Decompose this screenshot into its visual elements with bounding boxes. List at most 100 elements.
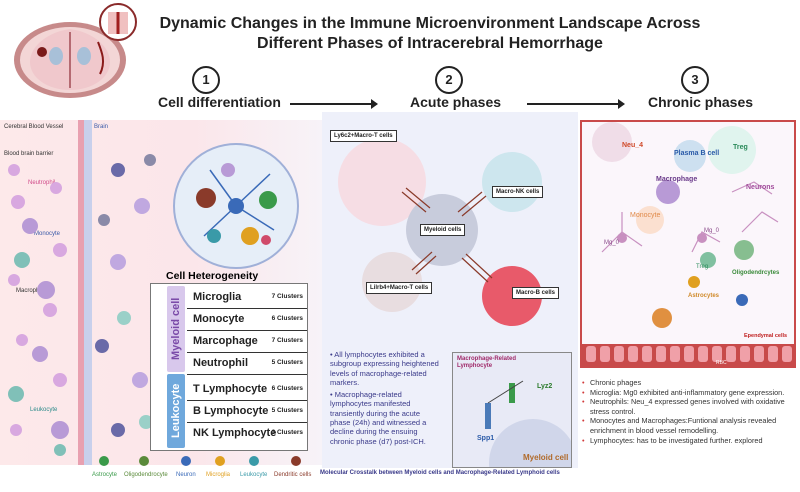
step-2-label: Acute phases: [410, 94, 502, 110]
bullet-text: All lymphocytes exhibited a subgroup exp…: [330, 350, 439, 387]
cluster-table: Myeloid cell Leukocyte Microglia 7 Clust…: [150, 283, 308, 451]
cell-heterogeneity-cluster: [173, 143, 299, 269]
table-row: Neutrophil 5 Clusters: [187, 354, 307, 375]
cluster-count: 5 Clusters: [271, 407, 303, 414]
neu4-label: Neu_4: [622, 142, 644, 149]
bullet-text: Macrophage-related lymphocytes manifeste…: [330, 390, 427, 446]
chronic-illustration: [582, 122, 794, 366]
oligodendrocytes-label: Oligodendrcytes: [732, 270, 780, 276]
bullet-text: Microglia: Mg0 exhibited anti-inflammato…: [590, 387, 785, 397]
cluster-count: 7 Clusters: [271, 293, 303, 300]
inset-title: Macrophage-Related Lymphocyte: [457, 356, 517, 369]
legend-item: Oligodendrocyte: [124, 472, 168, 478]
cluster-count: 6 Clusters: [271, 315, 303, 322]
brain-label: Brain: [94, 124, 109, 130]
neurons-label: Neurons: [746, 184, 775, 191]
spp1-label: Spp1: [477, 435, 495, 442]
legend-item: Leukocyte: [240, 472, 267, 478]
table-row: B Lymphocyte 5 Clusters: [187, 402, 307, 423]
astrocytes-label: Astrocytes: [688, 293, 720, 299]
cell-legend: Astrocyte Oligodendrocyte Neuron Microgl…: [92, 452, 322, 492]
ly6c2-macro-t-box: Ly6c2+Macro-T cells: [330, 130, 397, 142]
bullet-text: Chronic phages: [590, 378, 642, 387]
acute-bullets: • All lymphocytes exhibited a subgroup e…: [330, 350, 442, 446]
table-row: Marcophage 7 Clusters: [187, 332, 307, 353]
blood-brain-barrier-wall: [84, 120, 92, 465]
cell-type: Monocyte: [193, 313, 245, 325]
inset-illustration: [485, 380, 571, 467]
cluster-count: 3 Clusters: [271, 429, 303, 436]
bullet-text: Monocytes and Macrophages:Funtional anal…: [590, 416, 777, 435]
myeloid-group-label: Myeloid cell: [170, 297, 182, 361]
step-1-number: 1: [192, 66, 220, 94]
bullet-text: Neutrophils: Neu_4 expressed genes invol…: [590, 397, 785, 416]
vessel-wall: [78, 120, 84, 465]
cluster-count: 6 Clusters: [271, 385, 303, 392]
bullet-item: • Macrophage-related lymphocytes manifes…: [330, 390, 427, 446]
bbb-label: Blood brain barrier: [4, 151, 54, 157]
macrophage-lymphocyte-inset: Macrophage-Related Lymphocyte Lyz2 Spp1 …: [452, 352, 572, 468]
lyz2-label: Lyz2: [537, 383, 553, 390]
chronic-bullets: Chronic phages Microglia: Mg0 exhibited …: [582, 378, 794, 445]
rbc-label: RBC: [716, 360, 727, 366]
step-2-number: 2: [435, 66, 463, 94]
lilrb4-macro-t-box: Lilrb4+Macro-T cells: [366, 282, 433, 294]
step-1-label: Cell differentiation: [158, 94, 281, 110]
macro-b-box: Macro-B cells: [512, 287, 560, 299]
legend-label: Astrocyte: [92, 472, 118, 478]
cell-type: B Lymphocyte: [193, 405, 269, 417]
cluster-count: 5 Clusters: [271, 359, 303, 366]
bullet-item: Chronic phages: [582, 378, 794, 388]
myeloid-cells-box: Myeloid cells: [420, 224, 466, 236]
monocyte-label: Monocyte: [34, 231, 61, 237]
arrow-1-to-2: [290, 99, 378, 109]
table-row: T Lymphocyte 6 Clusters: [187, 380, 307, 401]
bullet-item: Neutrophils: Neu_4 expressed genes invol…: [582, 397, 794, 416]
table-row: NK Lymphocyte 3 Clusters: [187, 424, 307, 444]
step-3-label: Chronic phases: [648, 94, 754, 110]
legend-label: Microglia: [206, 472, 231, 478]
macrophage-label: Macrophage: [16, 288, 50, 294]
inset-myeloid-label: Myeloid cell: [523, 453, 569, 462]
mg0-label-b: Mg_0: [704, 228, 720, 234]
bullet-item: Lymphocytes: has to be investigated furt…: [582, 436, 794, 446]
table-row: Monocyte 6 Clusters: [187, 310, 307, 331]
macro-nk-box: Macro-NK cells: [492, 186, 544, 198]
brain-section-illustration: [14, 3, 137, 98]
cluster-count: 7 Clusters: [271, 337, 303, 344]
bullet-text: Lymphocytes: has to be investigated furt…: [590, 435, 763, 445]
legend-item: Dendritic cells: [274, 472, 311, 478]
bullet-item: • All lymphocytes exhibited a subgroup e…: [330, 350, 439, 387]
cell-type: T Lymphocyte: [193, 383, 268, 395]
treg-label-2: Treg: [696, 264, 709, 270]
cell-type: Marcophage: [193, 335, 258, 347]
myeloid-group-bar: Myeloid cell: [167, 286, 185, 372]
cell-type: Microglia: [193, 291, 242, 303]
blood-cells-illustration: [8, 154, 156, 456]
legend-label: Oligodendrocyte: [124, 472, 168, 478]
ependymal-label: Ependymal cells: [744, 333, 788, 339]
table-row: Microglia 7 Clusters: [187, 288, 307, 309]
figure-title: Dynamic Changes in the Immune Microenvir…: [159, 15, 701, 52]
mg0-label-a: Mg_0: [604, 240, 620, 246]
bullet-item: Microglia: Mg0 exhibited anti-inflammato…: [582, 388, 794, 398]
bullet-item: Monocytes and Macrophages:Funtional anal…: [582, 416, 794, 435]
cell-type: Neutrophil: [193, 357, 248, 369]
vessel-label: Cerebral Blood Vessel: [4, 124, 64, 130]
legend-label: Dendritic cells: [274, 472, 312, 478]
legend-label: Neuron: [176, 472, 196, 478]
legend-item: Astrocyte: [92, 472, 117, 478]
monocyte-label-chronic: Monocyte: [630, 212, 661, 219]
plasma-b-label: Plasma B cell: [674, 150, 720, 157]
leukocyte-label: Leukocyte: [30, 407, 58, 413]
crosstalk-caption: Molecular Crosstalk between Myeloid cell…: [320, 470, 560, 476]
legend-item: Neuron: [176, 472, 196, 478]
arrow-2-to-3: [527, 99, 625, 109]
legend-item: Microglia: [206, 472, 230, 478]
leukocyte-group-label: Leukocyte: [170, 383, 182, 439]
leukocyte-group-bar: Leukocyte: [167, 374, 185, 448]
legend-icons: [99, 456, 301, 466]
cell-type: NK Lymphocyte: [193, 427, 277, 439]
neutrophil-label: Neutrophil: [28, 180, 56, 186]
macrophage-label-chronic: Macrophage: [656, 176, 698, 183]
